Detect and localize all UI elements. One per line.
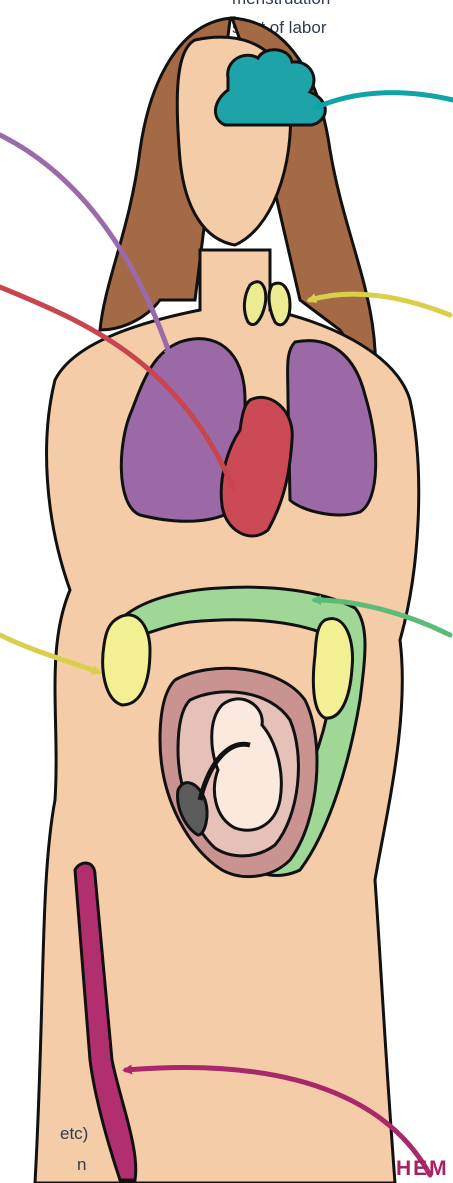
brain <box>215 50 325 125</box>
caption-etc: etc) <box>60 1123 88 1145</box>
arrow-teal <box>315 93 453 108</box>
kidney-left <box>103 615 150 705</box>
caption-fragment-n: n <box>77 1154 86 1176</box>
corner-label-hem: HEM <box>396 1157 449 1181</box>
